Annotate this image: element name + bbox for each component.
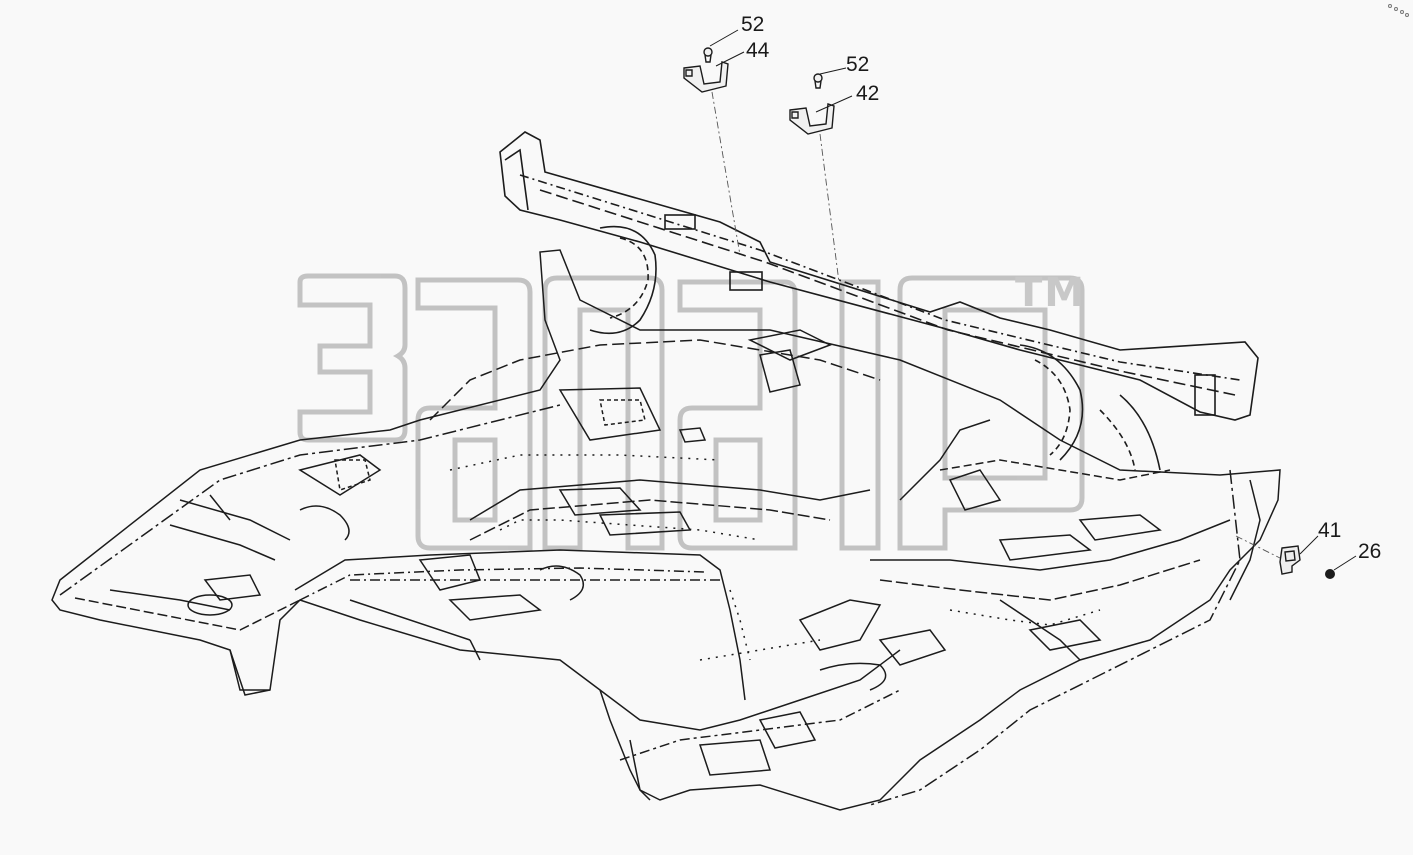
rear-cross-member xyxy=(499,131,1259,471)
floor-pan xyxy=(51,249,1281,811)
leader-lines xyxy=(709,29,1357,571)
callout-44: 44 xyxy=(746,39,770,62)
callout-52-lower: 52 xyxy=(846,53,870,76)
callout-41: 41 xyxy=(1318,519,1342,542)
corner-mark xyxy=(1388,4,1409,17)
callout-42: 42 xyxy=(856,82,880,105)
bracket-42-part xyxy=(789,73,835,135)
callout-52-upper: 52 xyxy=(741,13,765,36)
assembly-lines xyxy=(711,91,1281,559)
callout-26: 26 xyxy=(1358,540,1382,563)
watermark-logo xyxy=(297,273,1085,551)
bracket-44-part xyxy=(683,47,729,93)
nut-26-part xyxy=(1325,569,1335,579)
bracket-41-part xyxy=(1279,545,1301,575)
trademark-symbol: TM xyxy=(1015,270,1087,316)
